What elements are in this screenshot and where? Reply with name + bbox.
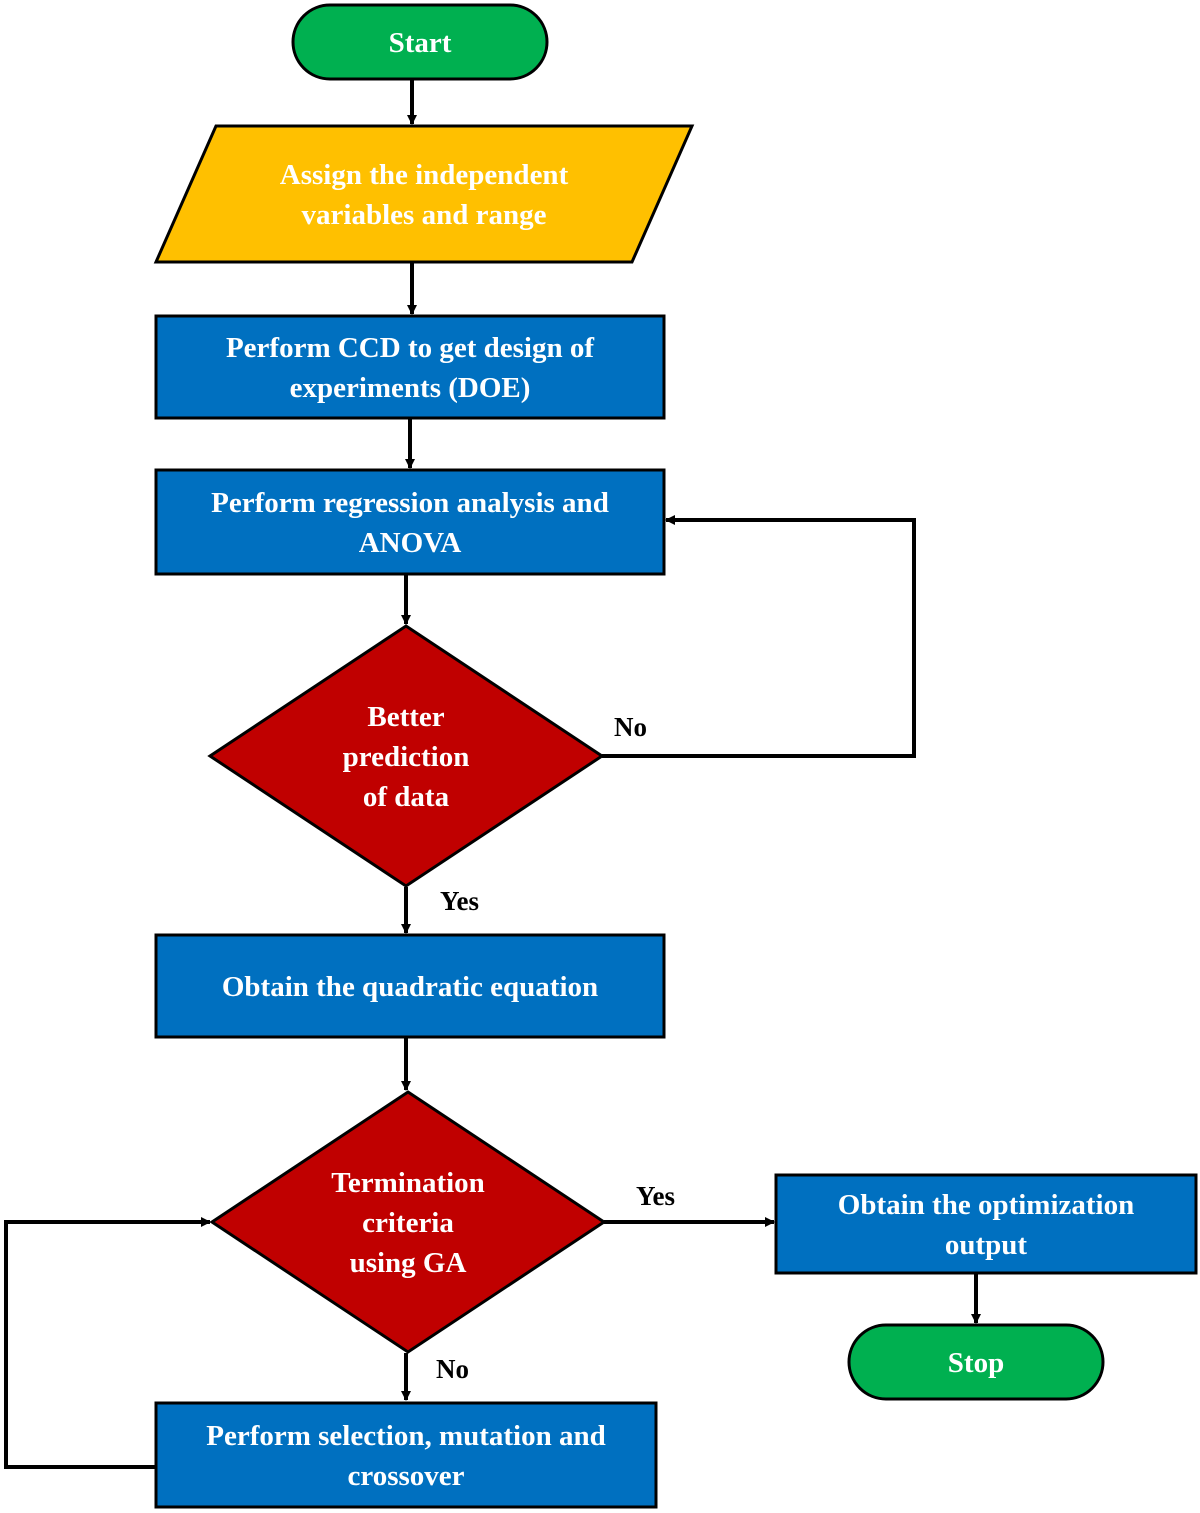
node-quadratic-shape — [154, 933, 666, 1039]
node-ccd-label: Perform CCD to get design of experiments … — [226, 332, 594, 404]
node-quadratic-label-line: Obtain the quadratic equation — [222, 971, 598, 1003]
node-termination: Termination criteria using GA — [209, 1090, 607, 1354]
node-termination-label-line: Termination — [331, 1167, 485, 1199]
node-optimization: Obtain the optimization output — [774, 1173, 1198, 1275]
node-start-label-line: Start — [389, 27, 452, 59]
edge-better-to-regression — [602, 515, 916, 758]
edge-label-termination-to-selection: No — [436, 1354, 469, 1384]
edge-label-termination-to-optimization: Yes — [636, 1181, 675, 1211]
node-termination-shape — [209, 1090, 607, 1354]
node-assign-label-line: Assign the independent — [280, 159, 569, 191]
node-quadratic-label: Obtain the quadratic equation — [222, 971, 598, 1003]
node-termination-label-line: criteria — [362, 1207, 454, 1239]
node-ccd-label-line: experiments (DOE) — [290, 372, 531, 404]
edge-label-better-to-quadratic: Yes — [440, 886, 479, 916]
node-stop-label-line: Stop — [948, 1347, 1004, 1379]
edge-label-better-to-regression: No — [614, 712, 647, 742]
node-selection-shape — [154, 1401, 658, 1509]
node-regression-shape — [154, 468, 666, 576]
node-regression-label-line: Perform regression analysis and — [211, 487, 609, 519]
node-stop-label: Stop — [948, 1347, 1004, 1379]
node-better-label: Better prediction of data — [343, 701, 470, 813]
node-stop: Stop — [847, 1323, 1105, 1401]
node-start-shape — [291, 3, 549, 81]
node-assign-label-line: variables and range — [302, 199, 547, 231]
node-selection-label: Perform selection, mutation and crossover — [206, 1420, 606, 1492]
edge-selection-to-termination — [4, 1217, 211, 1469]
node-ccd-label-line: Perform CCD to get design of — [226, 332, 594, 364]
node-assign-label: Assign the independent variables and rang… — [280, 159, 569, 231]
node-assign: Assign the independent variables and rang… — [153, 124, 695, 264]
node-start-label: Start — [389, 27, 452, 59]
node-better-label-line: of data — [363, 781, 450, 813]
node-better-shape — [207, 624, 605, 888]
node-assign-shape — [153, 124, 695, 264]
node-better: Better prediction of data — [207, 624, 605, 888]
node-ccd-shape — [154, 314, 666, 420]
node-selection: Perform selection, mutation and crossover — [154, 1401, 658, 1509]
node-better-label-line: prediction — [343, 741, 470, 773]
node-ccd: Perform CCD to get design of experiments … — [154, 314, 666, 420]
node-optimization-label-line: output — [945, 1229, 1028, 1261]
node-quadratic: Obtain the quadratic equation — [154, 933, 666, 1039]
node-termination-label: Termination criteria using GA — [331, 1167, 485, 1279]
node-regression-label-line: ANOVA — [359, 527, 462, 559]
node-selection-label-line: crossover — [347, 1460, 464, 1492]
node-better-label-line: Better — [367, 701, 444, 733]
node-optimization-shape — [774, 1173, 1198, 1275]
node-start: Start — [291, 3, 549, 81]
node-termination-label-line: using GA — [350, 1247, 467, 1279]
node-stop-shape — [847, 1323, 1105, 1401]
node-optimization-label-line: Obtain the optimization — [838, 1189, 1134, 1221]
node-optimization-label: Obtain the optimization output — [838, 1189, 1134, 1261]
node-selection-label-line: Perform selection, mutation and — [206, 1420, 606, 1452]
